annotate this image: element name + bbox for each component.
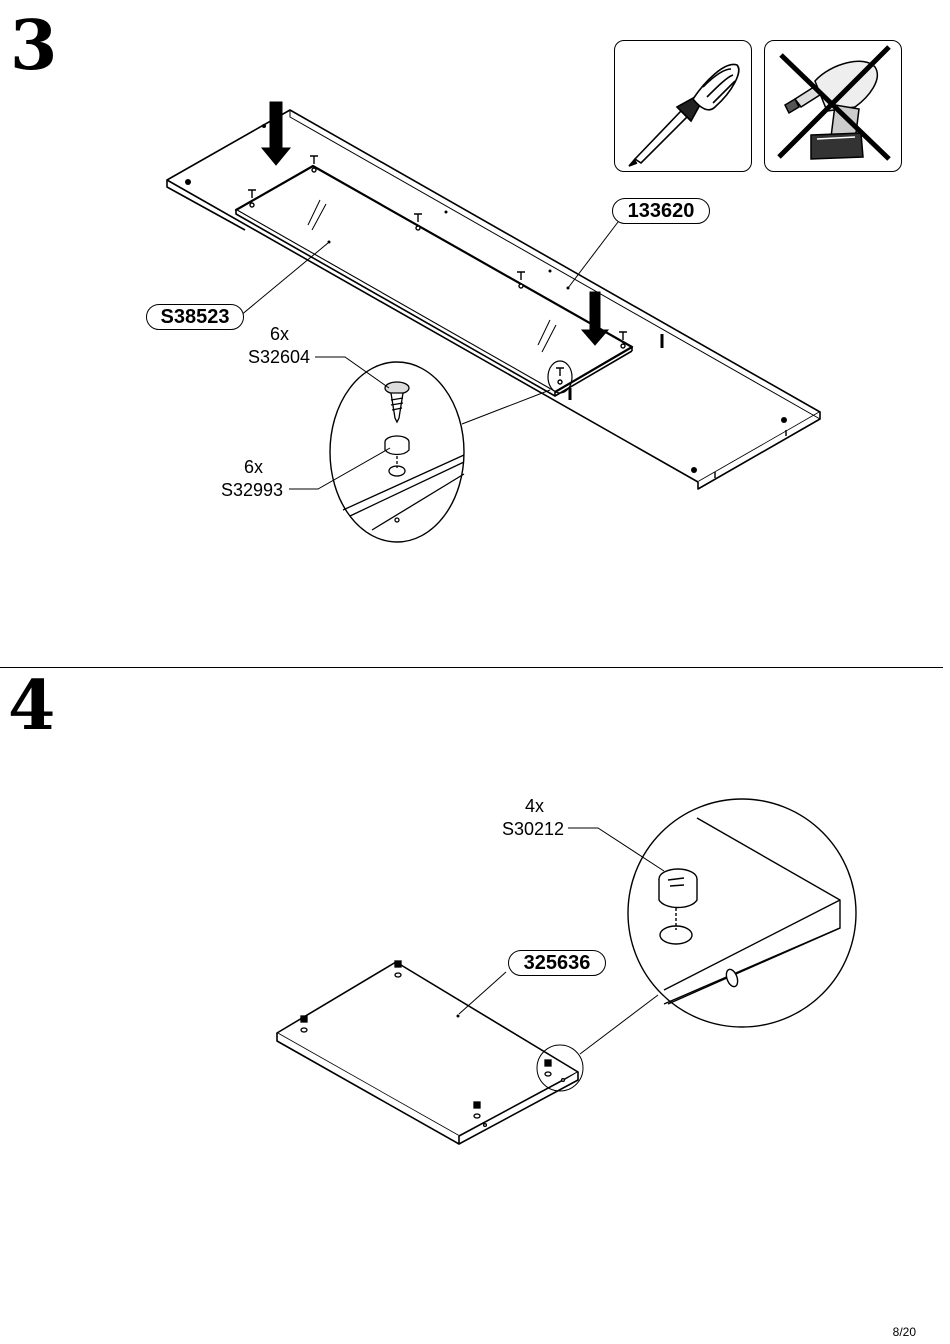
hardware-code-s30212: S30212 [502, 820, 564, 838]
part-325636-label: 325636 [508, 950, 606, 976]
hardware-qty-s30212: 4x [525, 797, 544, 815]
page-number: 8/20 [893, 1325, 916, 1339]
